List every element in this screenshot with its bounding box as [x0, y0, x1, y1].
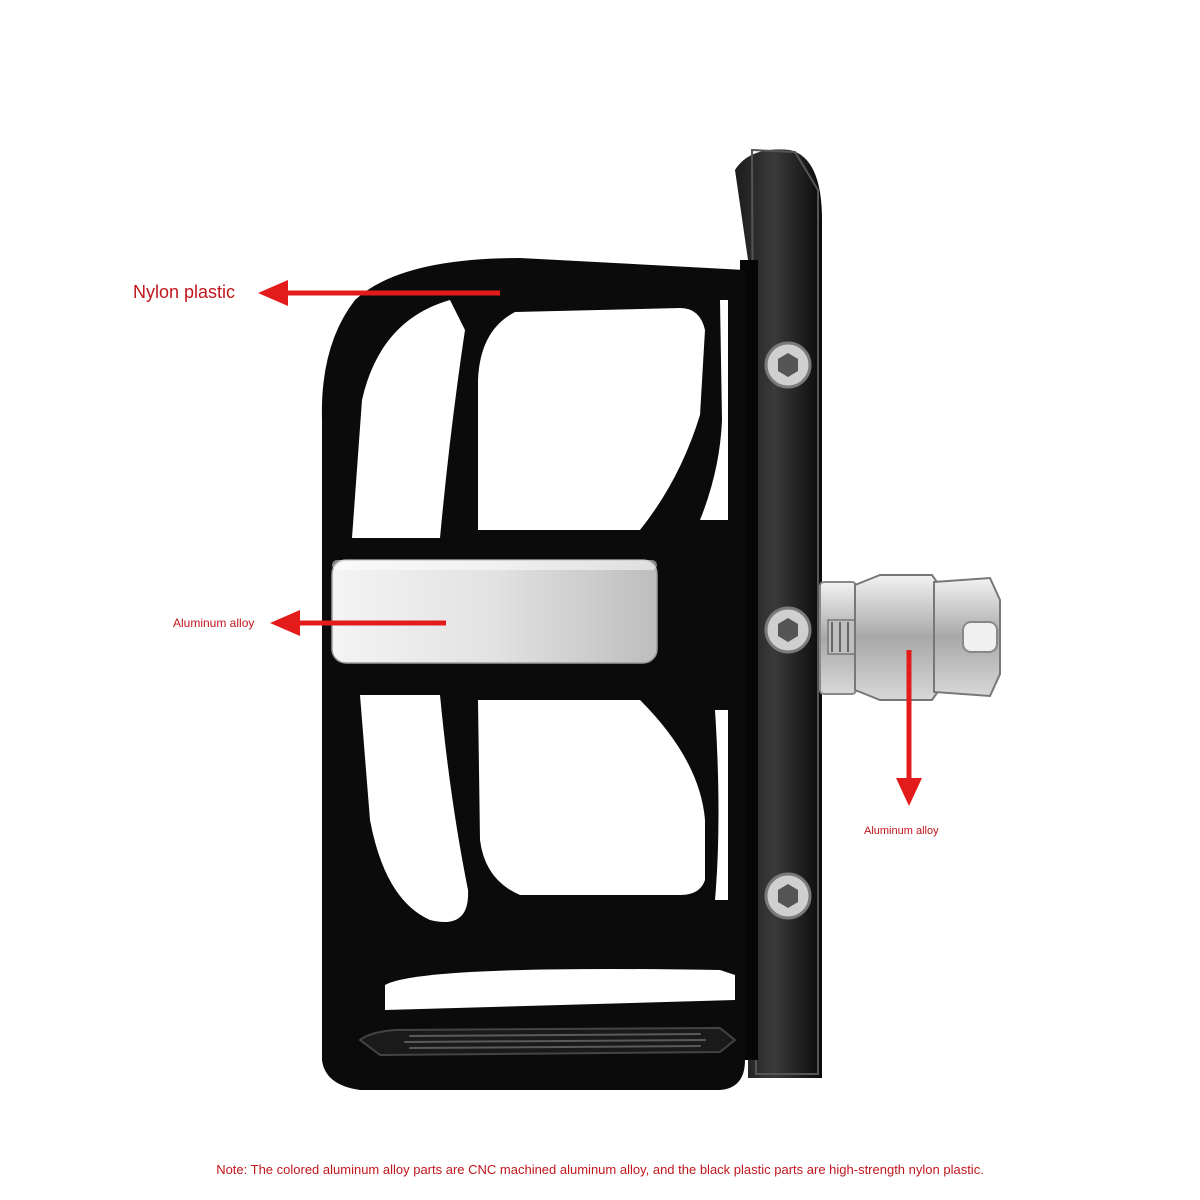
hex-socket-bolt-icon	[764, 872, 812, 920]
aluminum-alloy-clamp-label: Aluminum alloy	[864, 825, 939, 837]
arrow-left-icon	[270, 610, 446, 636]
nylon-plastic-label: Nylon plastic	[133, 282, 236, 302]
aluminum-clamp	[819, 574, 1001, 701]
material-note: Note: The colored aluminum alloy parts a…	[216, 1162, 984, 1177]
arrow-left-icon	[258, 280, 500, 306]
aluminum-band	[331, 559, 658, 664]
cup-cage-body	[321, 258, 745, 1090]
hex-socket-bolt-icon	[764, 606, 812, 654]
arrow-down-icon	[896, 650, 922, 806]
hex-socket-bolt-icon	[764, 341, 812, 389]
aluminum-alloy-band-label: Aluminum alloy	[173, 616, 255, 630]
